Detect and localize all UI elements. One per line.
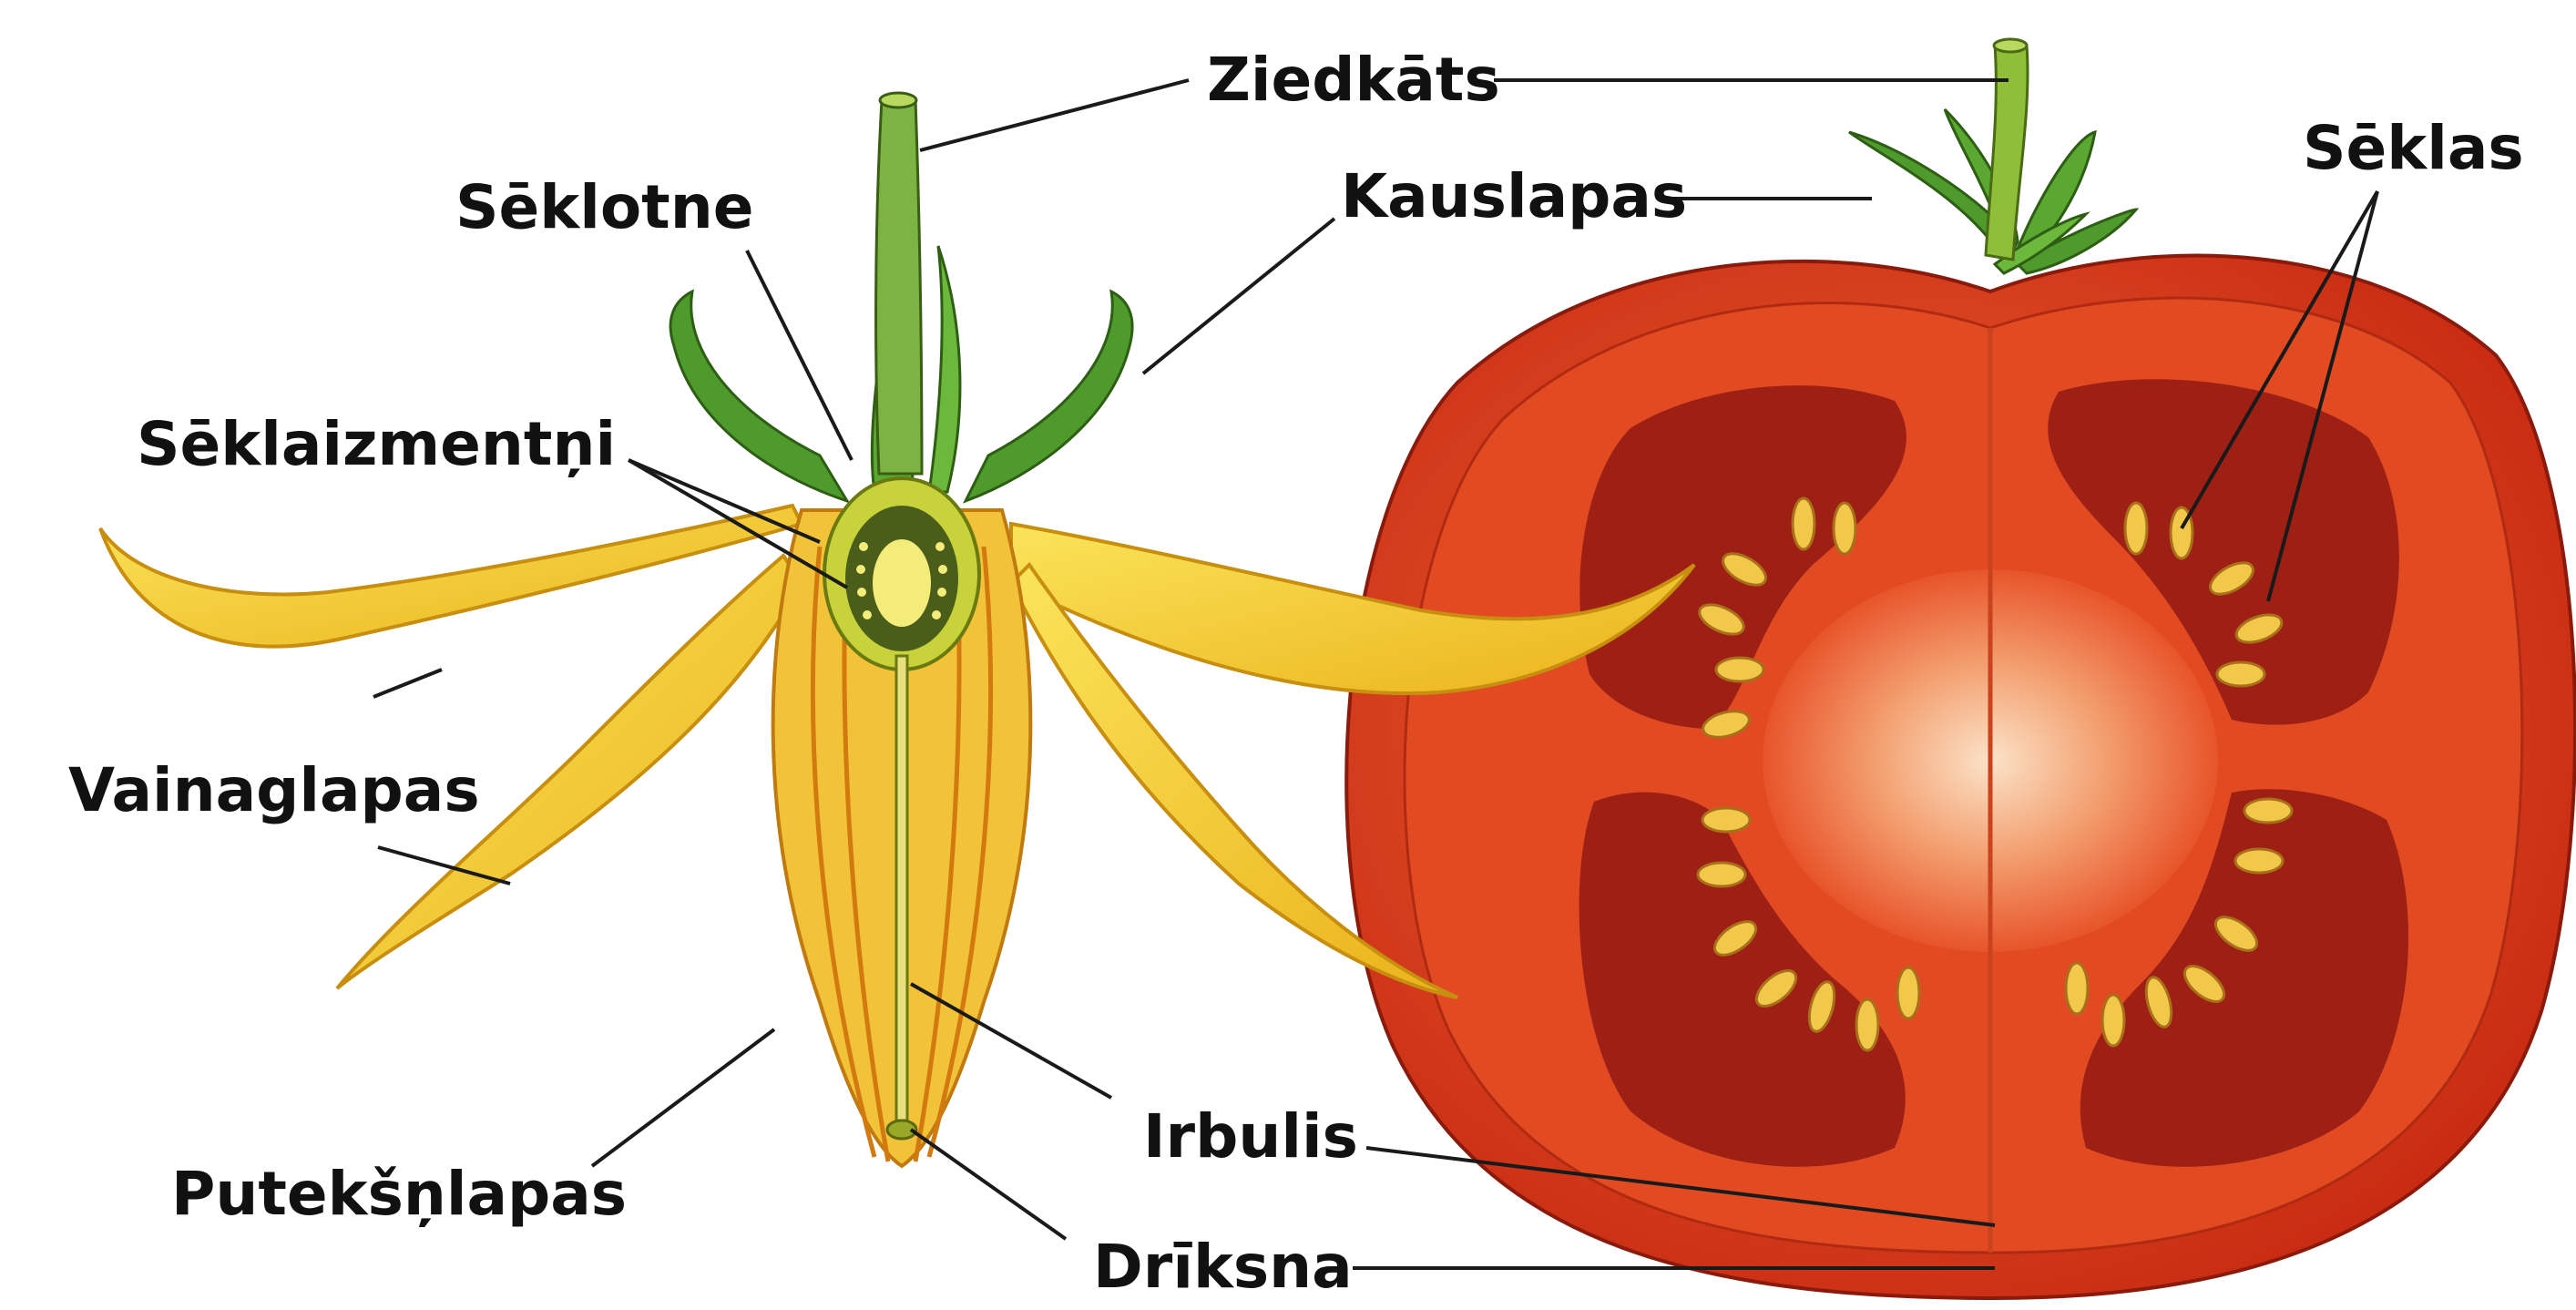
label-seklas: Sēklas xyxy=(2303,118,2524,179)
flower-stem xyxy=(876,100,922,474)
label-puteksnlapas: Putekšņlapas xyxy=(171,1164,627,1224)
tomato-calyx xyxy=(1849,39,2136,273)
label-ziedkats: Ziedkāts xyxy=(1207,50,1500,110)
label-seklotne: Sēklotne xyxy=(455,178,753,238)
label-vainaglapas: Vainaglapas xyxy=(68,761,480,821)
label-driksna: Drīksna xyxy=(1093,1237,1353,1297)
label-irbulis: Irbulis xyxy=(1143,1107,1358,1167)
label-seklaizmentni: Sēklaizmentņi xyxy=(137,414,616,475)
tomato-stem xyxy=(1986,46,2028,260)
style xyxy=(896,656,907,1121)
petal-upper-left xyxy=(100,506,802,647)
label-kauslapas: Kauslapas xyxy=(1341,167,1687,227)
